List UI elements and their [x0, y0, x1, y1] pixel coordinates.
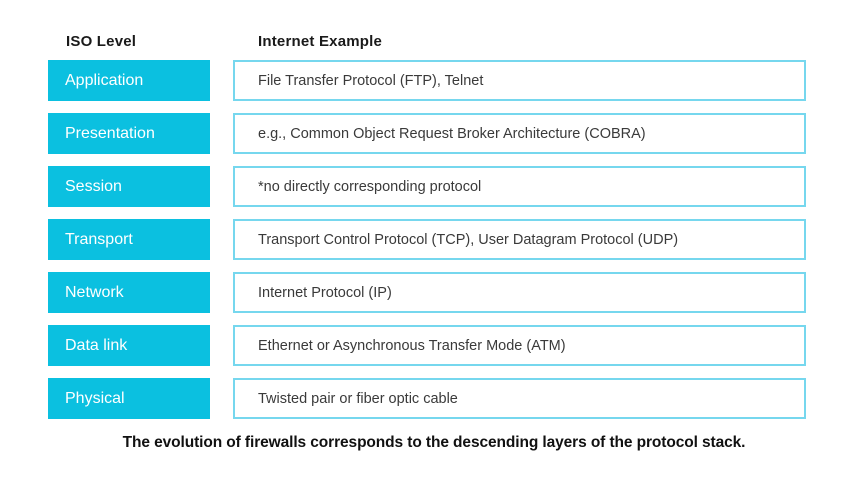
row-transport: Transport Transport Control Protocol (TC…	[48, 219, 806, 260]
row-network: Network Internet Protocol (IP)	[48, 272, 806, 313]
internet-example-box: e.g., Common Object Request Broker Archi…	[233, 113, 806, 154]
iso-level-column-header: ISO Level	[66, 33, 137, 50]
internet-example-box: *no directly corresponding protocol	[233, 166, 806, 207]
internet-example-box: File Transfer Protocol (FTP), Telnet	[233, 60, 806, 101]
internet-example-box: Twisted pair or fiber optic cable	[233, 378, 806, 419]
iso-level-box: Data link	[48, 325, 210, 366]
iso-level-box: Presentation	[48, 113, 210, 154]
internet-example-column-header: Internet Example	[258, 33, 383, 50]
protocol-rows: Application File Transfer Protocol (FTP)…	[48, 60, 806, 419]
iso-level-box: Network	[48, 272, 210, 313]
iso-level-box: Session	[48, 166, 210, 207]
caption: The evolution of firewalls corresponds t…	[122, 434, 746, 451]
iso-level-box: Application	[48, 60, 210, 101]
internet-example-box: Transport Control Protocol (TCP), User D…	[233, 219, 806, 260]
iso-level-box: Physical	[48, 378, 210, 419]
row-physical: Physical Twisted pair or fiber optic cab…	[48, 378, 806, 419]
internet-example-box: Ethernet or Asynchronous Transfer Mode (…	[233, 325, 806, 366]
row-application: Application File Transfer Protocol (FTP)…	[48, 60, 806, 101]
row-session: Session *no directly corresponding proto…	[48, 166, 806, 207]
internet-example-box: Internet Protocol (IP)	[233, 272, 806, 313]
iso-level-box: Transport	[48, 219, 210, 260]
row-presentation: Presentation e.g., Common Object Request…	[48, 113, 806, 154]
row-data-link: Data link Ethernet or Asynchronous Trans…	[48, 325, 806, 366]
